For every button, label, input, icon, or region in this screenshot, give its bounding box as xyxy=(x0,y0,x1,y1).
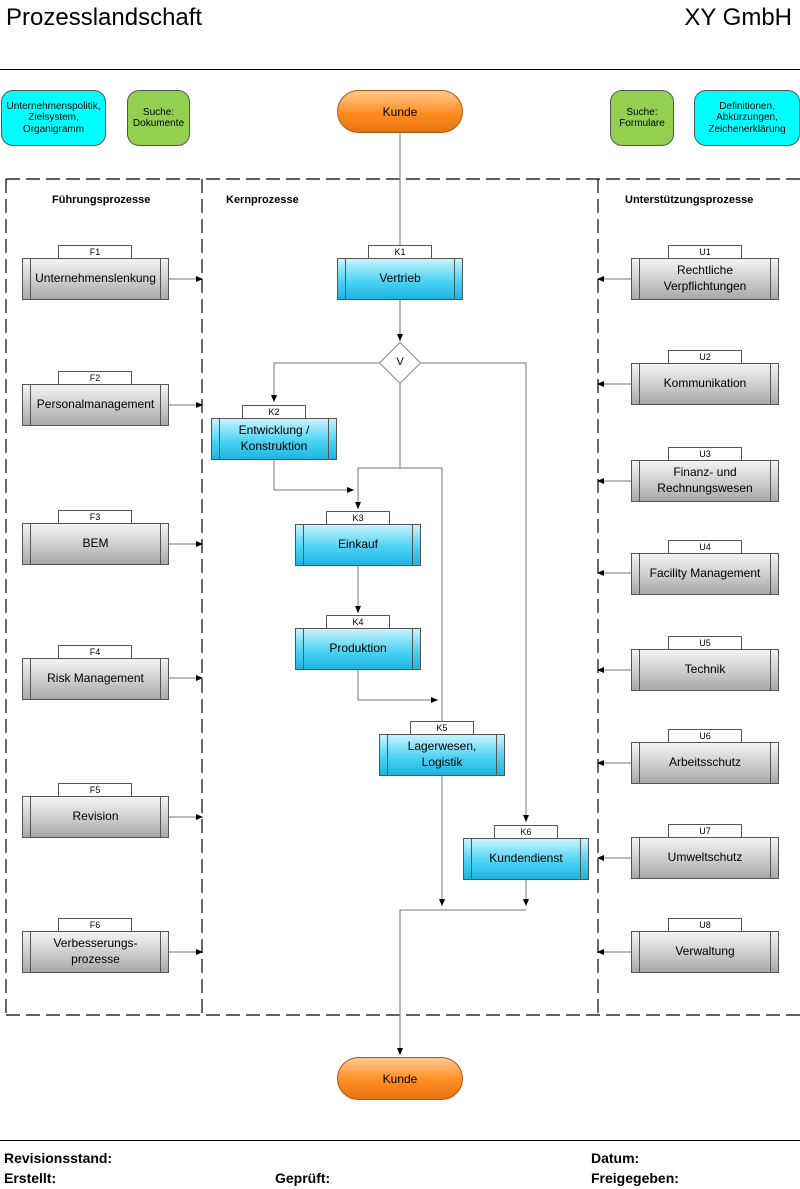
process-id: K5 xyxy=(410,721,474,734)
search-documents-button[interactable]: Suche: Dokumente xyxy=(127,90,190,146)
process-id: U5 xyxy=(668,636,742,649)
footer-divider xyxy=(0,1140,800,1141)
decision-label: V xyxy=(396,356,404,368)
policy-link[interactable]: Unternehmenspolitik, Zielsystem, Organig… xyxy=(1,90,106,146)
process-id: U6 xyxy=(668,729,742,742)
process-u3[interactable]: Finanz- und Rechnungswesen xyxy=(631,460,779,502)
process-k6[interactable]: Kundendienst xyxy=(463,838,589,880)
process-k2[interactable]: Entwicklung / Konstruktion xyxy=(211,418,337,460)
process-k4[interactable]: Produktion xyxy=(295,628,421,670)
lane-title-leadership: Führungsprozesse xyxy=(52,194,151,206)
process-u1[interactable]: Rechtliche Verpflichtungen xyxy=(631,258,779,300)
process-id: F2 xyxy=(58,371,132,384)
process-f5[interactable]: Revision xyxy=(22,796,169,838)
process-f4[interactable]: Risk Management xyxy=(22,658,169,700)
process-u2[interactable]: Kommunikation xyxy=(631,363,779,405)
created-label: Erstellt: xyxy=(4,1170,57,1186)
process-f3[interactable]: BEM xyxy=(22,523,169,565)
process-u5[interactable]: Technik xyxy=(631,649,779,691)
process-id: F5 xyxy=(58,783,132,796)
process-id: F4 xyxy=(58,645,132,658)
company-name: XY GmbH xyxy=(684,4,792,31)
process-id: F3 xyxy=(58,510,132,523)
lane-title-support: Unterstützungsprozesse xyxy=(625,194,754,206)
process-u7[interactable]: Umweltschutz xyxy=(631,837,779,879)
process-f2[interactable]: Personalmanagement xyxy=(22,384,169,426)
process-id: U8 xyxy=(668,918,742,931)
process-id: U2 xyxy=(668,350,742,363)
date-label: Datum: xyxy=(591,1150,640,1166)
process-id: U7 xyxy=(668,824,742,837)
page-title: Prozesslandschaft xyxy=(6,4,203,31)
process-id: K3 xyxy=(326,511,390,524)
process-id: F6 xyxy=(58,918,132,931)
customer-end: Kunde xyxy=(337,1057,463,1100)
process-id: K6 xyxy=(494,825,558,838)
checked-label: Geprüft: xyxy=(275,1170,331,1186)
header-divider xyxy=(0,69,800,70)
process-id: U1 xyxy=(668,245,742,258)
process-u4[interactable]: Facility Management xyxy=(631,553,779,595)
process-u8[interactable]: Verwaltung xyxy=(631,931,779,973)
process-k1[interactable]: Vertrieb xyxy=(337,258,463,300)
definitions-link[interactable]: Definitionen, Abkürzungen, Zeichenerklär… xyxy=(694,90,800,146)
process-id: K2 xyxy=(242,405,306,418)
revision-label: Revisionsstand: xyxy=(4,1150,113,1166)
process-id: U3 xyxy=(668,447,742,460)
process-k5[interactable]: Lagerwesen, Logistik xyxy=(379,734,505,776)
process-id: K1 xyxy=(368,245,432,258)
process-f6[interactable]: Verbesserungs- prozesse xyxy=(22,931,169,973)
process-id: K4 xyxy=(326,615,390,628)
customer-start: Kunde xyxy=(337,90,463,133)
search-forms-button[interactable]: Suche: Formulare xyxy=(610,90,674,146)
lane-title-core: Kernprozesse xyxy=(226,194,299,206)
process-id: F1 xyxy=(58,245,132,258)
process-u6[interactable]: Arbeitsschutz xyxy=(631,742,779,784)
process-id: U4 xyxy=(668,540,742,553)
process-f1[interactable]: Unternehmenslenkung xyxy=(22,258,169,300)
approved-label: Freigegeben: xyxy=(591,1170,679,1186)
process-k3[interactable]: Einkauf xyxy=(295,524,421,566)
